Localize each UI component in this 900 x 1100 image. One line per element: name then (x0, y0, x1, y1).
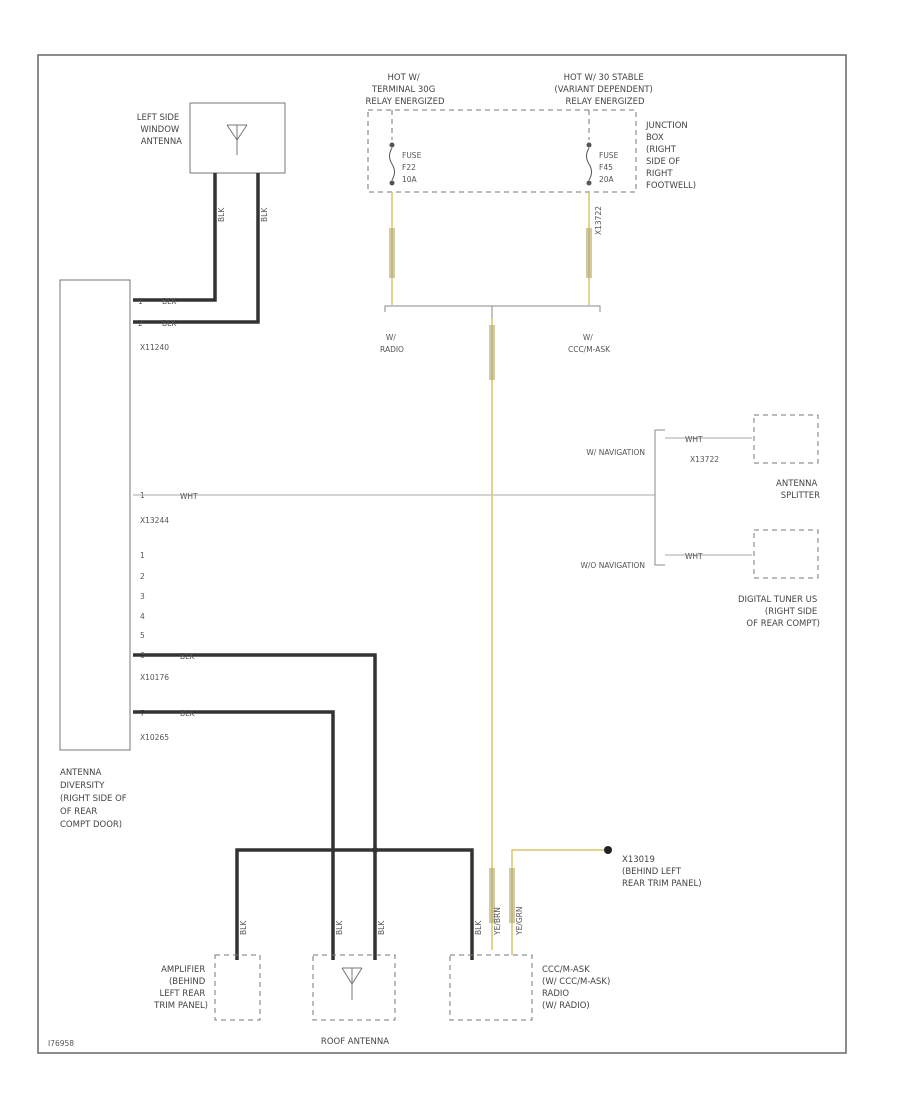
pin-3c: 3 (140, 592, 145, 601)
wire-label-blk-1: BLK (217, 207, 226, 222)
nav-bracket (654, 429, 665, 566)
wire-label-ye-grn: YE/GRN (515, 907, 524, 936)
fuse-b: FUSE F45 20A (586, 110, 621, 186)
ccc-branch-label: W/ CCC/M-ASK (568, 333, 611, 354)
pin-2a: 2 (138, 319, 143, 328)
wire-blk-2 (133, 173, 260, 324)
connector-x5: X13722 (594, 206, 603, 235)
wire-label-wht-main: WHT (180, 492, 198, 501)
connector-x3: X10176 (140, 673, 169, 682)
diagram-frame (37, 54, 847, 1054)
wire-label-blk-8: BLK (335, 920, 344, 935)
wire-label-blk-6: BLK (180, 709, 195, 718)
wire-label-blk-10: BLK (474, 920, 483, 935)
junction-box-outline (367, 109, 637, 193)
antenna-diversity: ANTENNA DIVERSITY (RIGHT SIDE OF OF REAR… (59, 279, 131, 830)
pin-4c: 4 (140, 612, 145, 621)
wire-label-blk-3: BLK (162, 297, 177, 306)
nav-without-label: W/O NAVIGATION (580, 561, 645, 570)
wire-marker-a (389, 228, 395, 278)
connector-x2: X13244 (140, 516, 169, 525)
antenna-diversity-label: ANTENNA DIVERSITY (RIGHT SIDE OF OF REAR… (60, 768, 129, 830)
roof-antenna-label: ROOF ANTENNA (321, 1037, 389, 1047)
wire-marker-b (586, 228, 592, 278)
pin-1a: 1 (138, 297, 143, 306)
roof-antenna-icon (341, 967, 363, 1000)
amplifier: AMPLIFIER (BEHIND LEFT REAR TRIM PANEL) (153, 954, 261, 1021)
antenna-splitter-box (753, 414, 819, 464)
wire-blk-roof-2 (133, 710, 335, 960)
antenna-icon (226, 124, 248, 155)
pin-1c: 1 (140, 551, 145, 560)
antenna-diversity-box (59, 279, 131, 751)
digital-tuner-box (753, 529, 819, 579)
antenna-splitter-label: ANTENNA SPLITTER (776, 479, 820, 501)
fuse-a: FUSE F22 10A (389, 110, 424, 186)
roof-antenna: ROOF ANTENNA (312, 954, 396, 1047)
head-unit-box (449, 954, 533, 1021)
wire-blk-roof-1 (133, 653, 377, 960)
junction-box: HOT W/ TERMINAL 30G RELAY ENERGIZED HOT … (365, 73, 696, 193)
splice-point (372, 847, 378, 853)
amplifier-label: AMPLIFIER (BEHIND LEFT REAR TRIM PANEL) (153, 965, 208, 1011)
roof-antenna-box (312, 954, 396, 1021)
connector-x4: X10265 (140, 733, 169, 742)
wire-marker-d (509, 868, 515, 923)
footer-code: I76958 (48, 1039, 74, 1048)
pin-5c: 5 (140, 631, 145, 640)
wire-label-blk-4: BLK (162, 319, 177, 328)
wire-label-blk-2: BLK (260, 207, 269, 222)
wire-blk-1 (133, 173, 217, 302)
digital-tuner-label: DIGITAL TUNER US (RIGHT SIDE OF REAR COM… (738, 595, 820, 629)
hot-terminal-label: HOT W/ TERMINAL 30G RELAY ENERGIZED (365, 73, 445, 107)
ground-label: X13019 (BEHIND LEFT REAR TRIM PANEL) (622, 855, 702, 889)
connector-x6: X13722 (690, 455, 719, 464)
wire-label-ye-brn: YE/BRN (493, 907, 502, 936)
left-window-antenna: LEFT SIDE WINDOW ANTENNA (137, 102, 286, 174)
wire-blk-shield (235, 848, 474, 960)
junction-box-label: JUNCTION BOX (RIGHT SIDE OF RIGHT FOOTWE… (645, 121, 696, 191)
head-unit: CCC/M-ASK (W/ CCC/M-ASK) RADIO (W/ RADIO… (449, 954, 613, 1021)
wire-label-wht-2: WHT (685, 435, 703, 444)
wire-marker-c (489, 325, 495, 380)
connector-x1: X11240 (140, 343, 169, 352)
radio-branch-label: W/ RADIO (380, 333, 404, 354)
pin-2c: 2 (140, 572, 145, 581)
wire-label-wht-3: WHT (685, 552, 703, 561)
amplifier-box (214, 954, 261, 1021)
wire-label-blk-5: BLK (180, 652, 195, 661)
wire-marker-e (489, 868, 495, 923)
fuse-b-label: FUSE F45 20A (599, 151, 621, 184)
wire-yel-ground (511, 849, 605, 955)
nav-with-label: W/ NAVIGATION (586, 448, 645, 457)
left-window-antenna-label: LEFT SIDE WINDOW ANTENNA (137, 113, 182, 147)
head-unit-label: CCC/M-ASK (W/ CCC/M-ASK) RADIO (W/ RADIO… (542, 965, 613, 1011)
hot-stable-label: HOT W/ 30 STABLE (VARIANT DEPENDENT) REL… (554, 73, 655, 107)
wire-label-blk-7: BLK (239, 920, 248, 935)
ground-icon (604, 846, 612, 854)
wire-label-blk-9: BLK (377, 920, 386, 935)
fuse-a-label: FUSE F22 10A (402, 151, 424, 184)
